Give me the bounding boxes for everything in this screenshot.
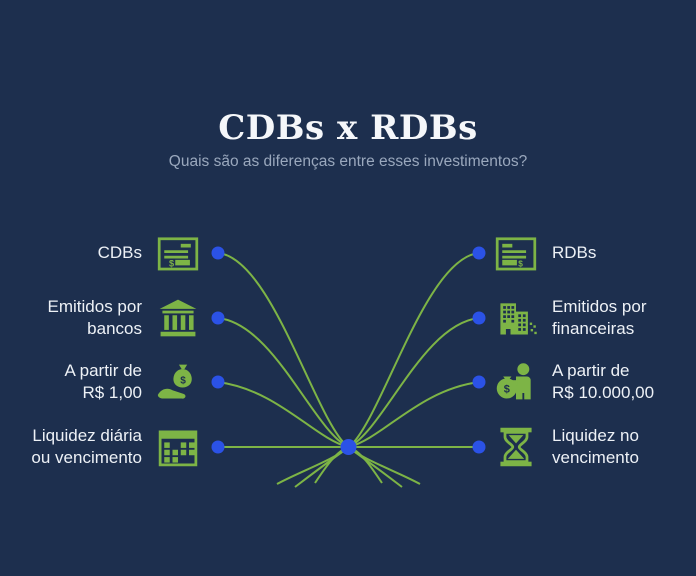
financial-building-icon (494, 296, 538, 340)
page-title: CDBs x RDBs (218, 108, 478, 148)
page-subtitle: Quais são as diferenças entre esses inve… (168, 153, 528, 170)
row-cdbs: CDBs $ (98, 225, 200, 281)
row-a-partir-de-1: A partir de R$ 1,00 $ (65, 354, 201, 410)
item-label: CDBs (97, 242, 142, 262)
connector-dot (472, 246, 486, 260)
row-liquidez-vencimento: Liquidez no vencimento (494, 419, 639, 475)
svg-text:$: $ (518, 259, 523, 268)
row-rdbs: $ RDBs (494, 225, 596, 281)
center-hub-dot (340, 439, 357, 455)
calendar-icon (156, 425, 200, 469)
connector-dot (211, 440, 225, 454)
item-label: Liquidez diária ou vencimento (31, 425, 142, 467)
hand-money-bag-icon: $ (156, 360, 200, 404)
svg-text:$: $ (504, 384, 510, 396)
item-label: A partir de R$ 10.000,00 (552, 360, 655, 402)
item-label: Liquidez no vencimento (552, 425, 639, 467)
item-label: Emitidos por financeiras (552, 296, 647, 338)
connector-dot (472, 440, 486, 454)
rdb-certificate-icon: $ (494, 231, 538, 275)
connector-dot (472, 375, 486, 389)
item-label: A partir de R$ 1,00 (64, 360, 143, 402)
cdb-certificate-icon: $ (156, 231, 200, 275)
connector-dot (211, 246, 225, 260)
row-liquidez-diaria: Liquidez diária ou vencimento (31, 419, 200, 475)
svg-text:$: $ (180, 375, 186, 386)
hourglass-icon (494, 425, 538, 469)
connector-dots (211, 246, 486, 455)
bank-icon (156, 296, 200, 340)
item-label: RDBs (552, 242, 597, 262)
connector-dot (472, 311, 486, 325)
row-a-partir-de-10000: $ A partir de R$ 10.000,00 (494, 354, 654, 410)
person-money-bag-icon: $ (494, 360, 538, 404)
svg-text:$: $ (169, 258, 174, 268)
connector-dot (211, 375, 225, 389)
row-emitidos-financeiras: Emitidos por financeiras (494, 290, 646, 346)
connector-dot (211, 311, 225, 325)
item-label: Emitidos por bancos (47, 296, 142, 338)
row-emitidos-bancos: Emitidos por bancos (48, 290, 200, 346)
